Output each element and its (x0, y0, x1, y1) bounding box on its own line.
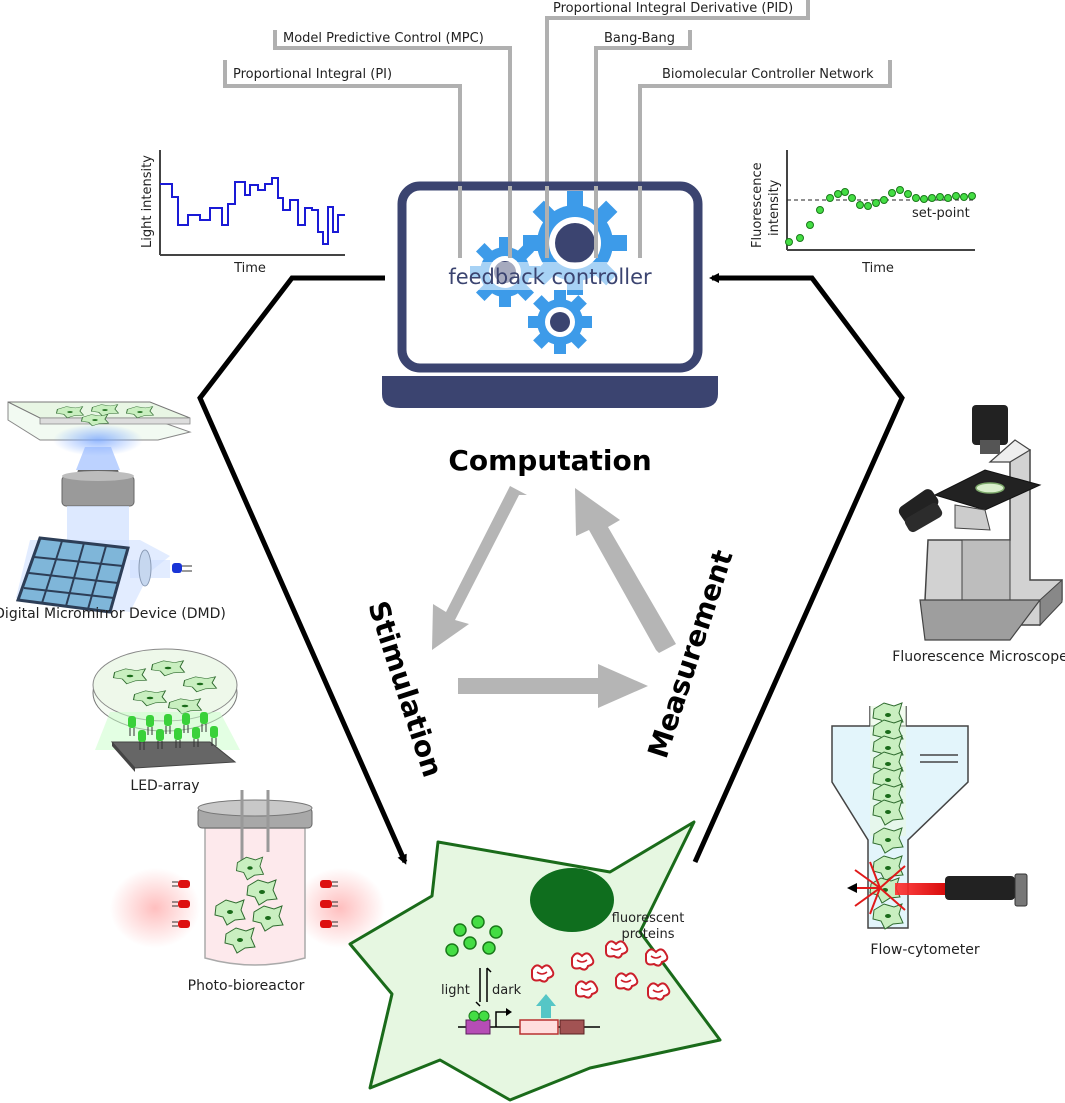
chromophore-icon (445, 915, 503, 957)
dmd-device-icon (7, 401, 192, 614)
controller-connectors (223, 0, 892, 258)
light-plot-ylabel: Light intensity (140, 155, 155, 248)
light-intensity-plot: Light intensity Time (140, 150, 345, 276)
fluorescence-plot: Fluorescence intensity set-point Time (750, 150, 976, 276)
feedback-loop-arrows (197, 273, 905, 865)
fluorescence-microscope-icon (898, 405, 1063, 641)
light-plot-xlabel: Time (233, 261, 266, 276)
bioreactor-label: Photo-bioreactor (188, 978, 305, 994)
dark-label: dark (492, 983, 522, 998)
cycle-arrows (432, 486, 676, 708)
laptop-label: feedback controller (448, 265, 652, 289)
measurement-label: Measurement (641, 546, 739, 762)
controller-label-pi: Proportional Integral (PI) (233, 67, 392, 82)
computation-label: Computation (448, 444, 651, 477)
setpoint-label: set-point (912, 206, 970, 221)
controller-label-pid: Proportional Integral Derivative (PID) (553, 1, 793, 16)
light-label: light (441, 983, 470, 998)
fluor-plot-xlabel: Time (861, 261, 894, 276)
controller-label-mpc: Model Predictive Control (MPC) (283, 31, 484, 46)
controller-label-bangbang: Bang-Bang (604, 31, 675, 46)
laptop-icon: feedback controller (382, 181, 718, 408)
flow-cytometer-icon (831, 702, 1028, 930)
microscope-label: Fluorescence Microscope (892, 649, 1065, 665)
fluor-plot-ylabel-line2: intensity (767, 179, 782, 236)
photo-bioreactor-icon (110, 790, 385, 966)
fluorescent-proteins-line1: fluorescent (612, 911, 685, 926)
led-array-icon (92, 648, 240, 772)
controller-label-biomolecular: Biomolecular Controller Network (662, 67, 874, 82)
flow-cytometer-label: Flow-cytometer (870, 942, 979, 958)
fluor-plot-ylabel-line1: Fluorescence (750, 162, 765, 248)
gene-construct-icon (458, 994, 600, 1035)
cell-icon: fluorescent proteins light dark (348, 820, 722, 1102)
fluorescent-proteins-line2: proteins (622, 927, 675, 942)
nucleus-icon (530, 868, 614, 932)
dmd-label: Digital Micromirror Device (DMD) (0, 606, 226, 622)
led-array-label: LED-array (130, 778, 199, 794)
